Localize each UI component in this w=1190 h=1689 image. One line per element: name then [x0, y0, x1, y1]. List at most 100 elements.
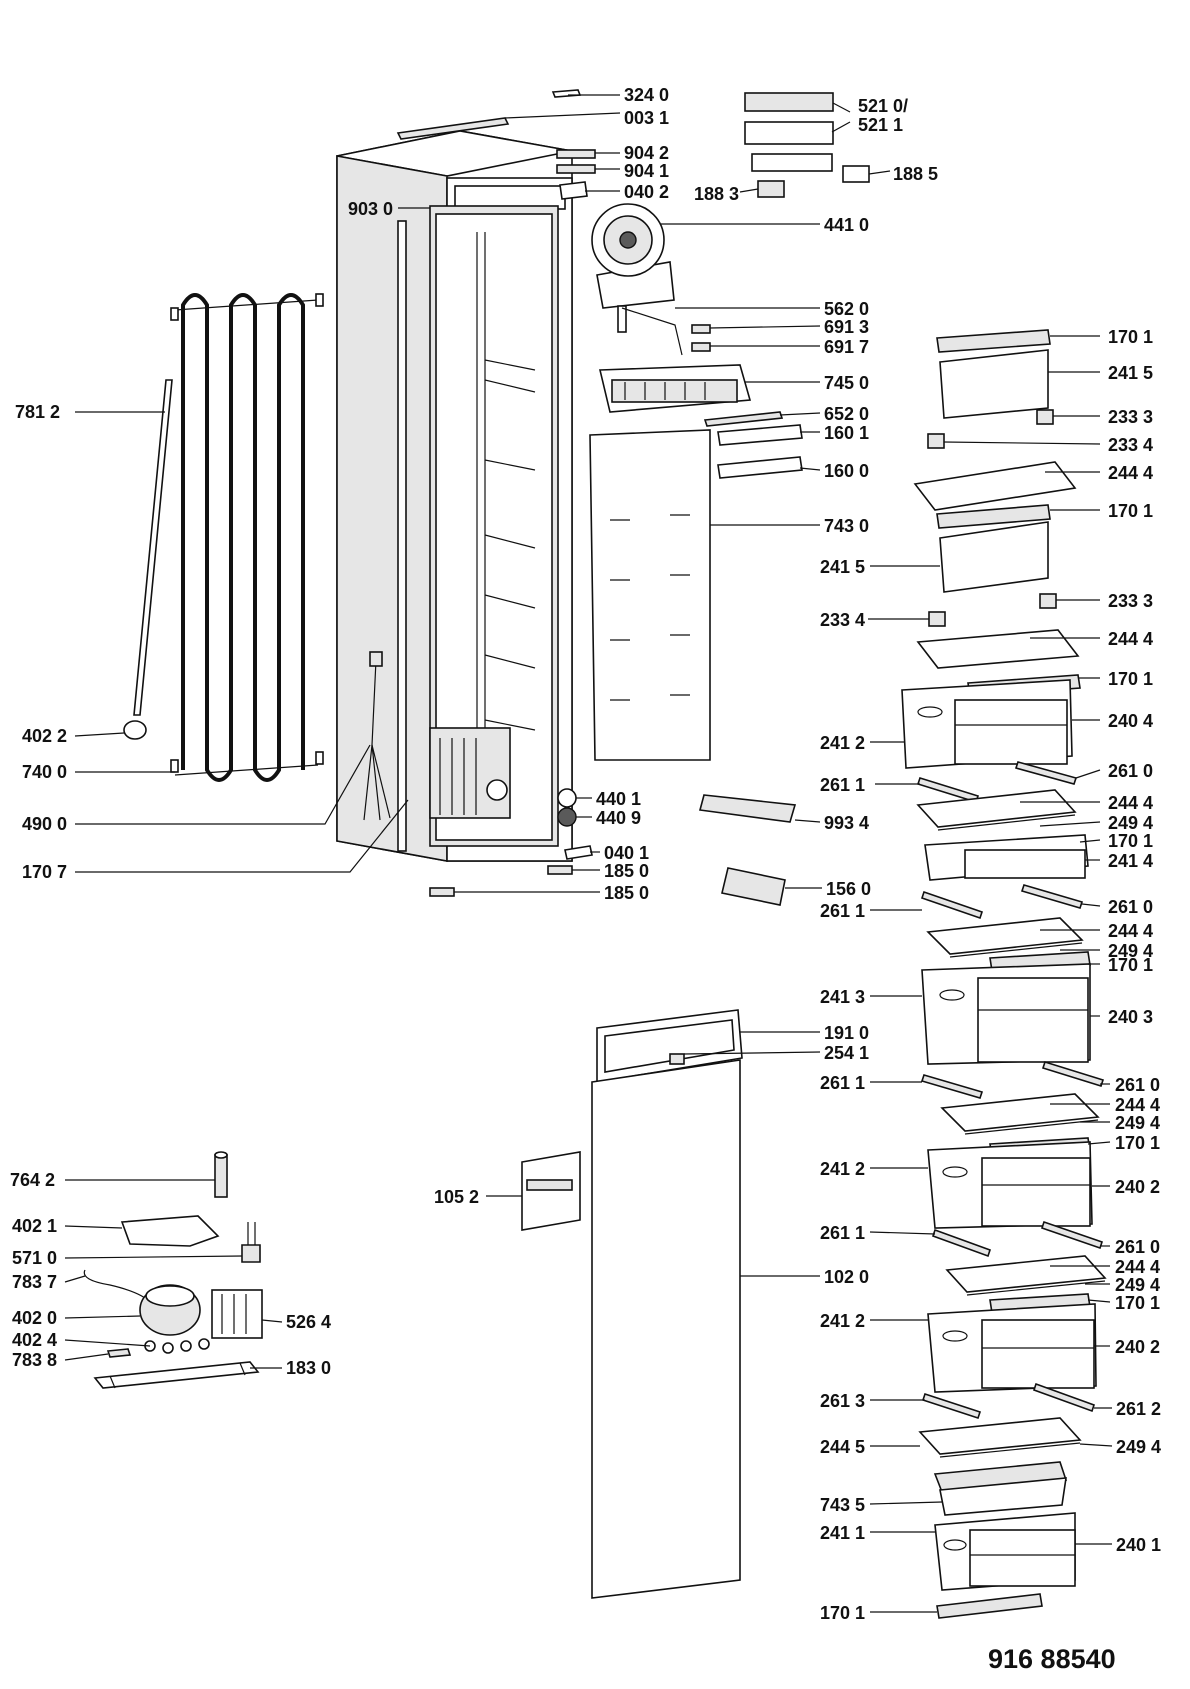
label-571-0: 571 0	[12, 1248, 57, 1268]
label-745-0: 745 0	[824, 373, 869, 393]
label-170-1-b: 170 1	[1108, 501, 1153, 521]
label-402-0: 402 0	[12, 1308, 57, 1328]
label-440-1: 440 1	[596, 789, 641, 809]
label-170-1-e: 170 1	[1108, 955, 1153, 975]
label-402-2: 402 2	[22, 726, 67, 746]
label-191-0: 191 0	[824, 1023, 869, 1043]
label-233-3-a: 233 3	[1108, 407, 1153, 427]
label-160-0: 160 0	[824, 461, 869, 481]
label-241-5-a: 241 5	[1108, 363, 1153, 383]
label-526-4: 526 4	[286, 1312, 331, 1332]
label-261-0-d: 261 0	[1115, 1237, 1160, 1257]
label-691-3: 691 3	[824, 317, 869, 337]
evaporator-assembly	[429, 305, 803, 906]
label-241-2-a: 241 2	[820, 733, 865, 753]
part-labels: 324 0 003 1 904 2 904 1 040 2 903 0 521 …	[10, 85, 1161, 1674]
label-244-5: 244 5	[820, 1437, 865, 1457]
shelf-rails	[484, 359, 536, 731]
label-652-0: 652 0	[824, 404, 869, 424]
label-490-0: 490 0	[22, 814, 67, 834]
label-240-2-a: 240 2	[1115, 1177, 1160, 1197]
label-261-1-c: 261 1	[820, 1073, 865, 1093]
label-233-4-b: 233 4	[820, 610, 865, 630]
label-441-0: 441 0	[824, 215, 869, 235]
label-160-1: 160 1	[824, 423, 869, 443]
label-249-4-d: 249 4	[1115, 1275, 1160, 1295]
label-562-0: 562 0	[824, 299, 869, 319]
label-170-1-g: 170 1	[1115, 1293, 1160, 1313]
label-156-0: 156 0	[826, 879, 871, 899]
label-240-4: 240 4	[1108, 711, 1153, 731]
label-240-2-b: 240 2	[1115, 1337, 1160, 1357]
label-521-1: 521 1	[858, 115, 903, 135]
label-254-1: 254 1	[824, 1043, 869, 1063]
label-261-0-a: 261 0	[1108, 761, 1153, 781]
label-241-1: 241 1	[820, 1523, 865, 1543]
label-764-2: 764 2	[10, 1170, 55, 1190]
label-233-3-b: 233 3	[1108, 591, 1153, 611]
label-783-8: 783 8	[12, 1350, 57, 1370]
label-249-4-b: 249 4	[1108, 941, 1153, 961]
top-parts	[396, 89, 870, 309]
label-249-4-c: 249 4	[1115, 1113, 1160, 1133]
drain-tube	[123, 379, 173, 740]
label-183-0: 183 0	[286, 1358, 331, 1378]
label-904-2: 904 2	[624, 143, 669, 163]
label-244-4-f: 244 4	[1115, 1257, 1160, 1277]
label-740-0: 740 0	[22, 762, 67, 782]
label-240-3: 240 3	[1108, 1007, 1153, 1027]
label-170-1-a: 170 1	[1108, 327, 1153, 347]
label-170-7: 170 7	[22, 862, 67, 882]
label-241-2-b: 241 2	[820, 1159, 865, 1179]
leader-lines	[64, 94, 1113, 1613]
cabinet	[336, 130, 573, 862]
label-261-0-c: 261 0	[1115, 1075, 1160, 1095]
label-402-1: 402 1	[12, 1216, 57, 1236]
label-781-2: 781 2	[15, 402, 60, 422]
label-244-4-b: 244 4	[1108, 629, 1153, 649]
label-188-3: 188 3	[694, 184, 739, 204]
label-521-0: 521 0/	[858, 96, 908, 116]
label-233-4-a: 233 4	[1108, 435, 1153, 455]
label-244-4-a: 244 4	[1108, 463, 1153, 483]
label-244-4-d: 244 4	[1108, 921, 1153, 941]
label-904-1: 904 1	[624, 161, 669, 181]
label-188-5: 188 5	[893, 164, 938, 184]
label-903-0: 903 0	[348, 199, 393, 219]
label-240-1: 240 1	[1116, 1535, 1161, 1555]
compressor-area	[83, 1151, 263, 1389]
label-249-4-e: 249 4	[1116, 1437, 1161, 1457]
panel-slots	[610, 514, 690, 701]
label-170-1-c: 170 1	[1108, 669, 1153, 689]
label-261-0-b: 261 0	[1108, 897, 1153, 917]
label-691-7: 691 7	[824, 337, 869, 357]
label-040-1: 040 1	[604, 843, 649, 863]
label-241-4: 241 4	[1108, 851, 1153, 871]
label-185-0-a: 185 0	[604, 861, 649, 881]
door	[521, 1009, 743, 1599]
label-261-3: 261 3	[820, 1391, 865, 1411]
label-743-5: 743 5	[820, 1495, 865, 1515]
label-783-7: 783 7	[12, 1272, 57, 1292]
label-261-1-a: 261 1	[820, 775, 865, 795]
label-324-0: 324 0	[624, 85, 669, 105]
label-402-4: 402 4	[12, 1330, 57, 1350]
label-170-1-h: 170 1	[820, 1603, 865, 1623]
label-170-1-f: 170 1	[1115, 1133, 1160, 1153]
label-185-0-b: 185 0	[604, 883, 649, 903]
document-number: 916 88540	[988, 1644, 1116, 1674]
condenser	[170, 293, 324, 782]
label-003-1: 003 1	[624, 108, 669, 128]
power-cord	[363, 651, 391, 821]
label-102-0: 102 0	[824, 1267, 869, 1287]
label-241-5-b: 241 5	[820, 557, 865, 577]
label-993-4: 993 4	[824, 813, 869, 833]
label-440-9: 440 9	[596, 808, 641, 828]
label-249-4-a: 249 4	[1108, 813, 1153, 833]
label-105-2: 105 2	[434, 1187, 479, 1207]
label-743-0: 743 0	[824, 516, 869, 536]
label-261-1-d: 261 1	[820, 1223, 865, 1243]
label-241-2-c: 241 2	[820, 1311, 865, 1331]
